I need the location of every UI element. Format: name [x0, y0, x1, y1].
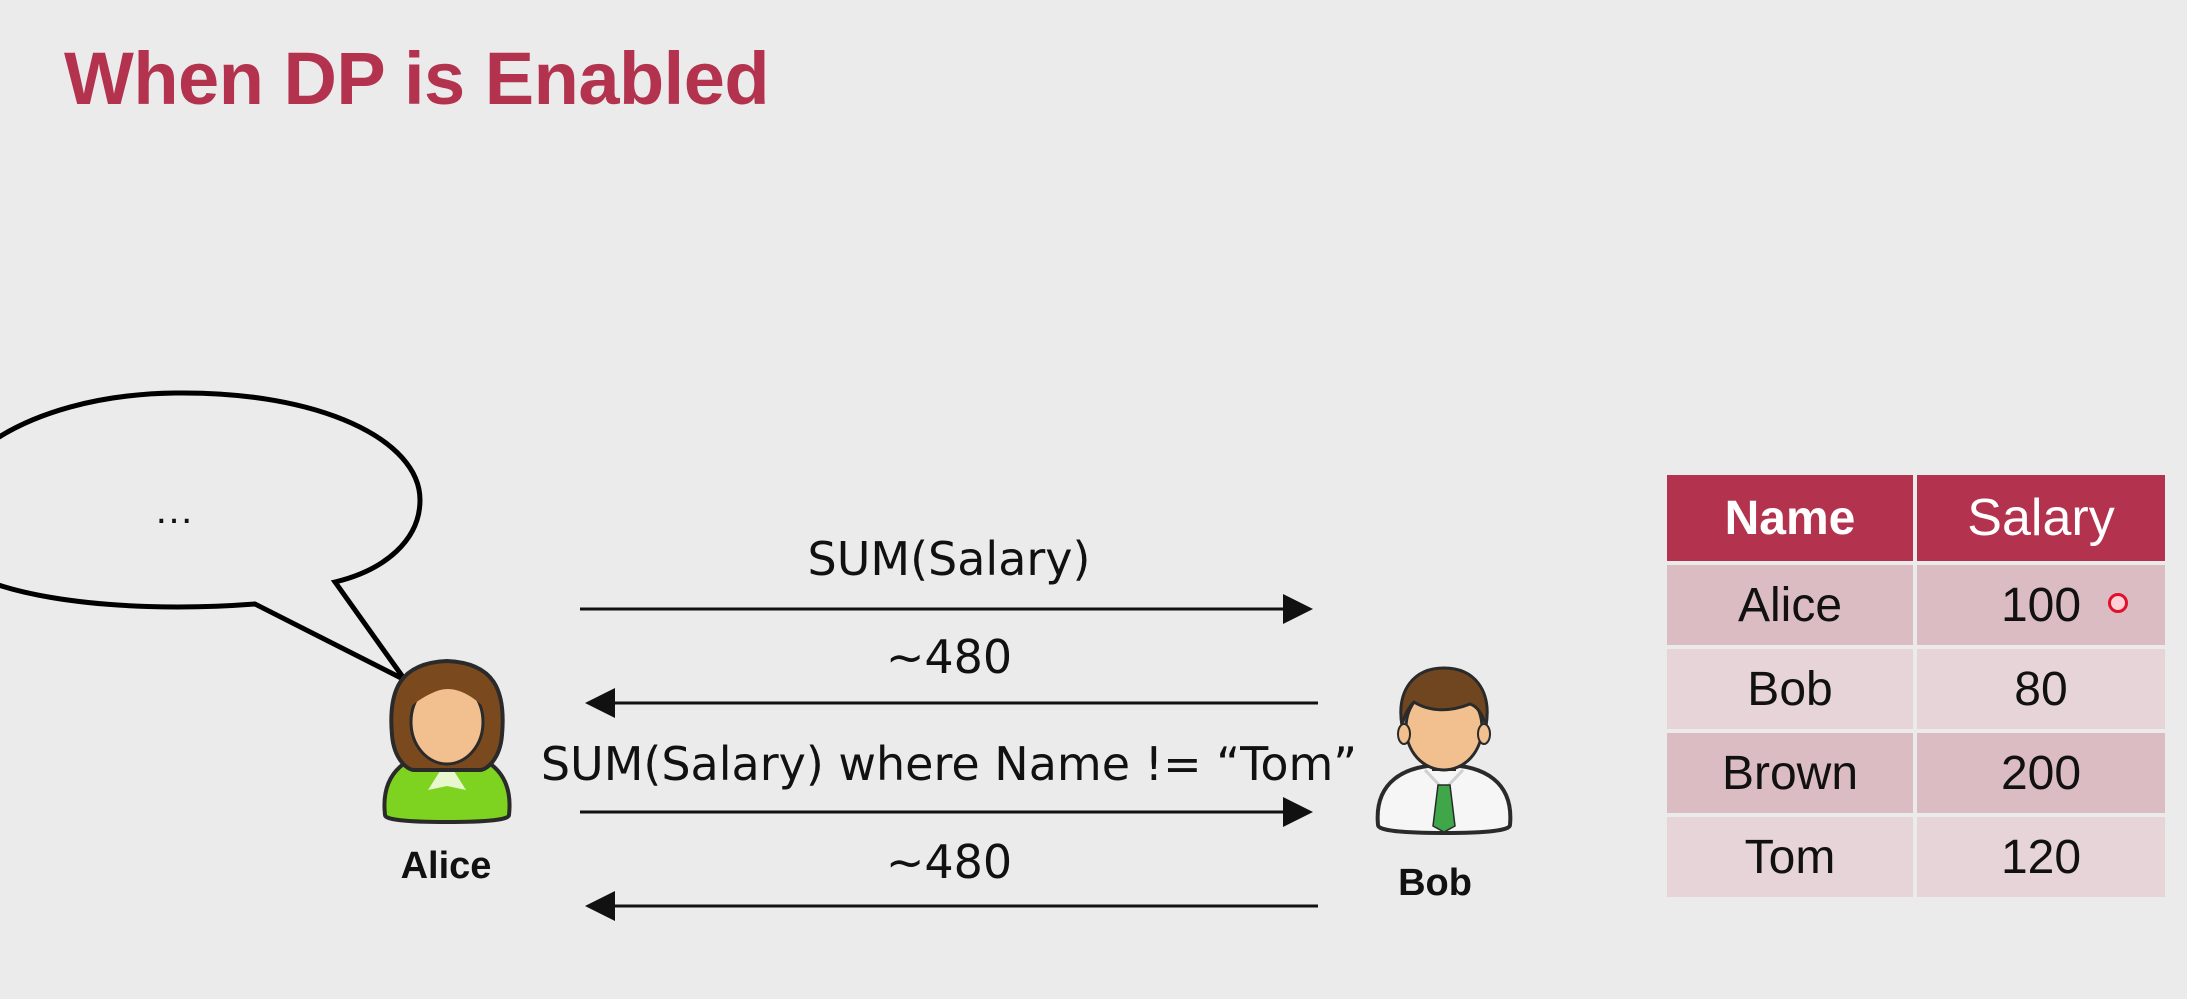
- column-header-name: Name: [1667, 475, 1913, 561]
- table-row: Alice 100: [1667, 565, 2165, 645]
- bob-avatar-icon: [1375, 666, 1513, 836]
- slide-title: When DP is Enabled: [64, 37, 770, 120]
- message-label-4: ~480: [885, 835, 1013, 889]
- salary-cell: 120: [1917, 817, 2165, 897]
- table-row: Brown 200: [1667, 733, 2165, 813]
- bob-label: Bob: [1398, 862, 1472, 904]
- pointer-cursor-icon: [2108, 593, 2128, 613]
- salary-cell: 200: [1917, 733, 2165, 813]
- alice-label: Alice: [400, 845, 492, 887]
- table-row: Bob 80: [1667, 649, 2165, 729]
- name-cell: Alice: [1667, 565, 1913, 645]
- name-cell: Bob: [1667, 649, 1913, 729]
- table-row: Tom 120: [1667, 817, 2165, 897]
- salary-cell: 80: [1917, 649, 2165, 729]
- speech-bubble-text: …: [154, 488, 194, 532]
- name-cell: Brown: [1667, 733, 1913, 813]
- alice-avatar-icon: [382, 658, 512, 825]
- message-label-3: SUM(Salary) where Name != “Tom”: [540, 737, 1358, 791]
- message-label-2: ~480: [885, 630, 1013, 684]
- column-header-salary: Salary: [1917, 475, 2165, 561]
- salary-table: Name Salary Alice 100 Bob 80 Brown 200 T…: [1663, 471, 2169, 901]
- speech-bubble: [0, 390, 423, 683]
- table-header-row: Name Salary: [1667, 475, 2165, 561]
- message-label-1: SUM(Salary): [807, 532, 1091, 586]
- name-cell: Tom: [1667, 817, 1913, 897]
